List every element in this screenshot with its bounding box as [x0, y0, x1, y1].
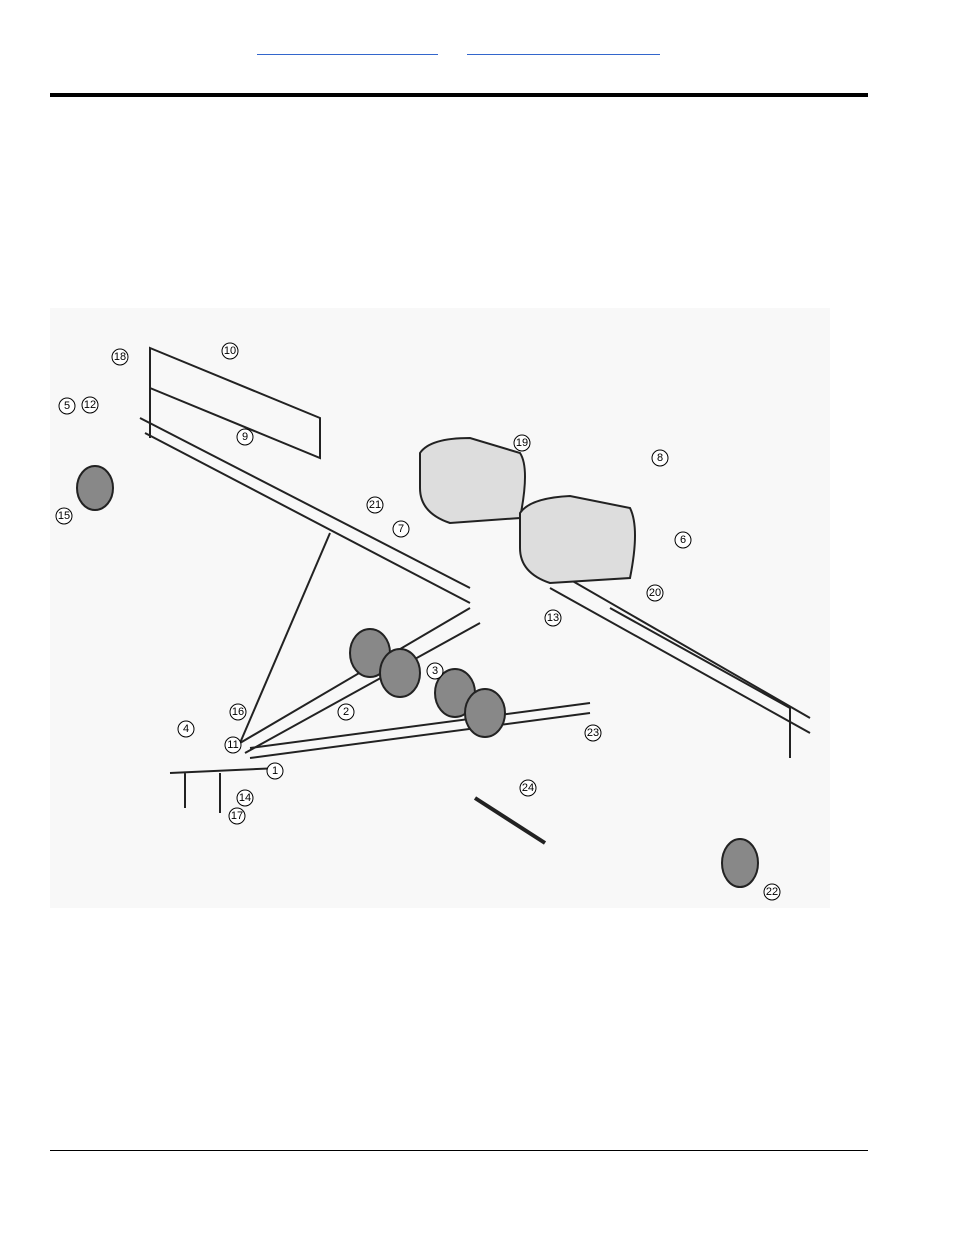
callout: 17 — [228, 807, 246, 825]
svg-text:23: 23 — [587, 727, 599, 739]
svg-text:6: 6 — [680, 534, 686, 546]
svg-text:3: 3 — [432, 665, 438, 677]
svg-text:4: 4 — [183, 723, 189, 735]
hitch-stand — [169, 767, 281, 813]
header-link-1[interactable] — [257, 36, 438, 55]
svg-text:5: 5 — [64, 400, 70, 412]
svg-text:22: 22 — [766, 886, 778, 898]
hitch-tongue — [239, 607, 471, 744]
callout: 2 — [337, 703, 355, 721]
callout: 15 — [55, 507, 73, 525]
callout: 16 — [229, 703, 247, 721]
svg-text:8: 8 — [657, 452, 663, 464]
callout: 18 — [111, 348, 129, 366]
loose-part-rod — [473, 796, 547, 845]
svg-text:18: 18 — [114, 351, 126, 363]
footer-rule — [50, 1150, 868, 1151]
svg-text:17: 17 — [231, 810, 243, 822]
callout: 1 — [266, 762, 284, 780]
callout: 9 — [236, 428, 254, 446]
header-link-2[interactable] — [467, 36, 660, 55]
tank-left — [419, 436, 526, 525]
callout: 19 — [513, 434, 531, 452]
right-boom-main — [549, 567, 811, 719]
callout: 13 — [544, 609, 562, 627]
callout: 11 — [224, 736, 242, 754]
svg-text:21: 21 — [369, 499, 381, 511]
wheel — [464, 688, 506, 738]
wheel — [379, 648, 421, 698]
callout: 20 — [646, 584, 664, 602]
svg-text:11: 11 — [227, 739, 238, 751]
svg-text:14: 14 — [239, 792, 251, 804]
callout: 6 — [674, 531, 692, 549]
svg-text:24: 24 — [522, 782, 534, 794]
svg-text:1: 1 — [272, 765, 278, 777]
callout: 24 — [519, 779, 537, 797]
left-boom-main — [139, 417, 471, 589]
svg-text:13: 13 — [547, 612, 559, 624]
left-boom-tip — [149, 346, 321, 460]
callout: 21 — [366, 496, 384, 514]
callout: 5 — [58, 397, 76, 415]
parts-diagram: 1 2 3 4 5 6 7 8 9 10 11 12 13 14 15 16 1… — [50, 308, 830, 908]
callout: 22 — [763, 883, 781, 901]
svg-text:20: 20 — [649, 587, 661, 599]
svg-text:12: 12 — [84, 399, 96, 411]
callout: 23 — [584, 724, 602, 742]
header-rule — [50, 93, 868, 97]
wheel — [76, 465, 114, 511]
wheel — [721, 838, 759, 888]
callout: 3 — [426, 662, 444, 680]
svg-text:10: 10 — [224, 345, 236, 357]
callout: 12 — [81, 396, 99, 414]
svg-text:7: 7 — [398, 523, 404, 535]
callout: 8 — [651, 449, 669, 467]
svg-text:2: 2 — [343, 706, 349, 718]
callout: 4 — [177, 720, 195, 738]
tank-right — [519, 494, 636, 585]
svg-text:15: 15 — [58, 510, 70, 522]
callout: 7 — [392, 520, 410, 538]
callout: 10 — [221, 342, 239, 360]
callout: 14 — [236, 789, 254, 807]
svg-text:19: 19 — [516, 437, 528, 449]
svg-text:16: 16 — [232, 706, 244, 718]
svg-text:9: 9 — [242, 431, 248, 443]
